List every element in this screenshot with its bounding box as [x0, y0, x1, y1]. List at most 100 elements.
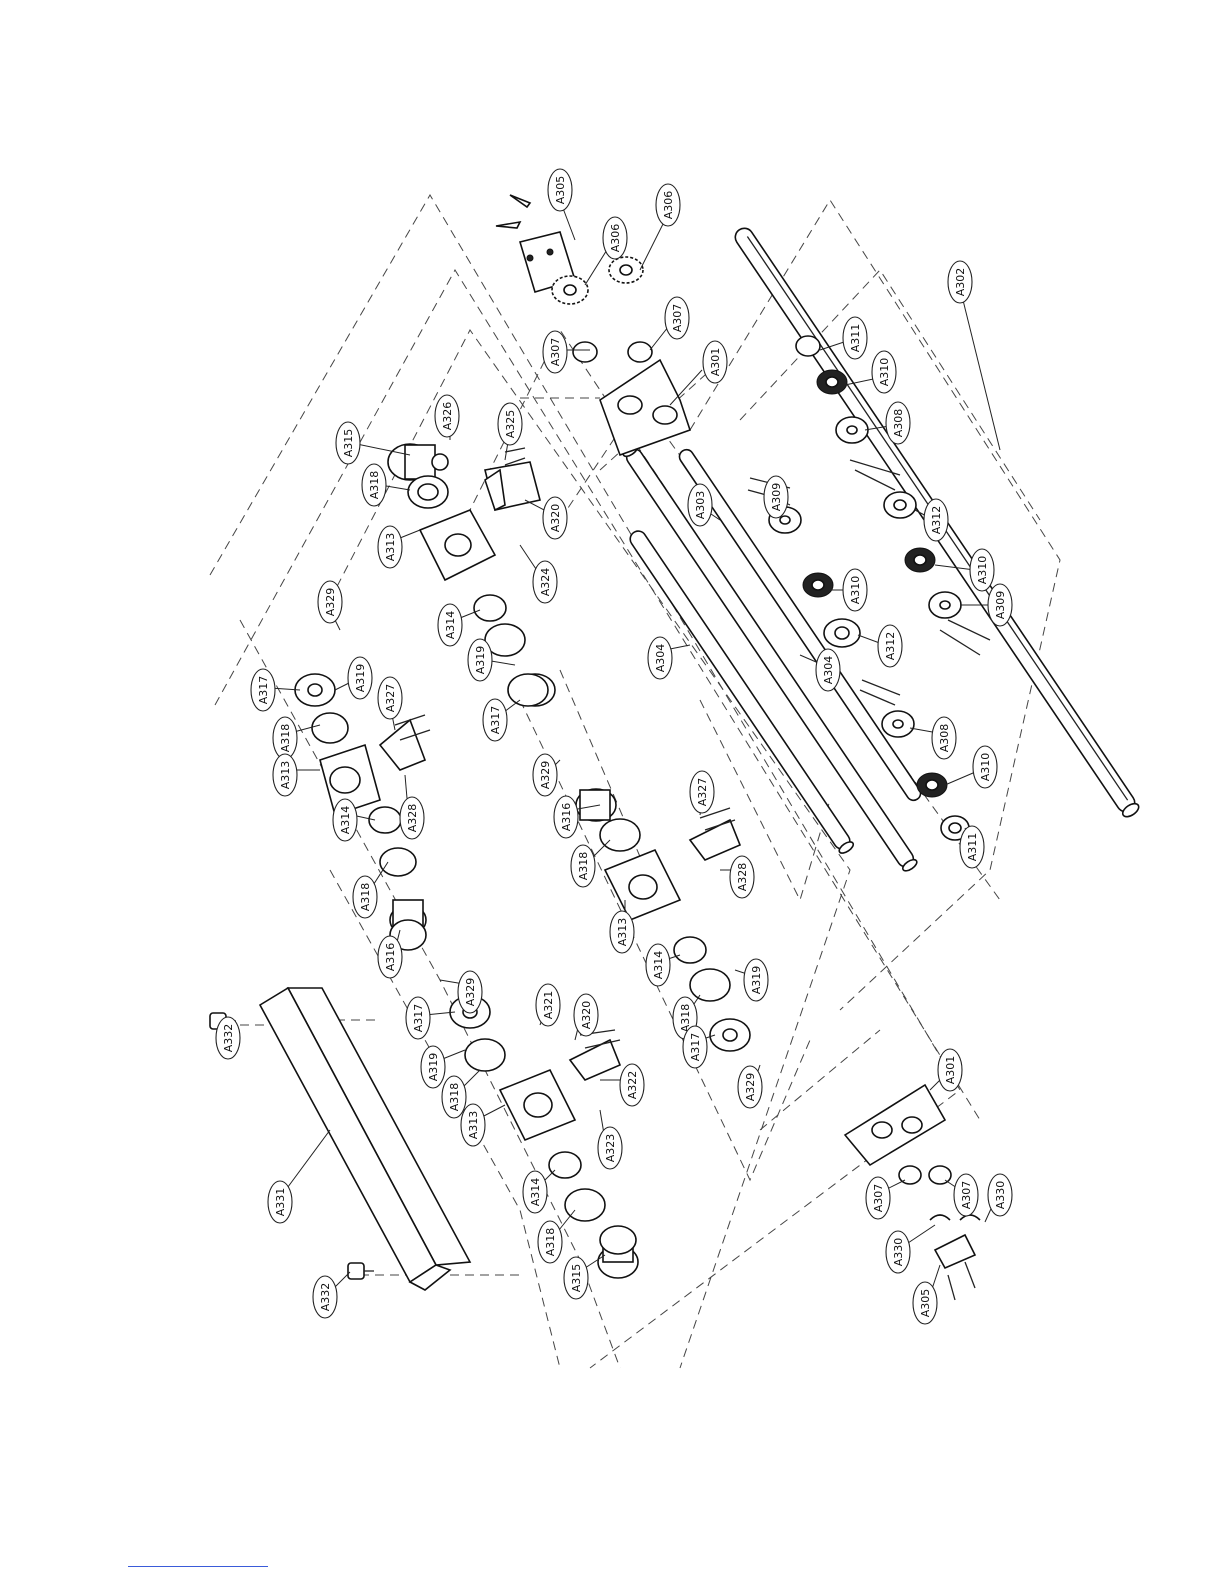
callout-a320a: A320 — [542, 496, 568, 540]
callout-label: A306 — [662, 191, 675, 220]
callout-a308b: A308 — [931, 716, 957, 760]
callout-label: A306 — [609, 224, 622, 253]
callout-label: A332 — [222, 1024, 235, 1053]
callout-label: A315 — [342, 429, 355, 458]
callout-a332a: A332 — [215, 1016, 241, 1060]
callout-a326: A326 — [434, 394, 460, 438]
callout-bubble — [405, 996, 431, 1040]
callout-bubble — [842, 316, 868, 360]
callout-a303: A303 — [687, 483, 713, 527]
callout-label: A318 — [359, 883, 372, 912]
callout-label: A324 — [539, 568, 552, 597]
callout-a311b: A311 — [959, 825, 985, 869]
callout-label: A302 — [954, 268, 967, 297]
callout-label: A325 — [504, 410, 517, 439]
callout-label: A303 — [694, 491, 707, 520]
callout-bubble — [522, 1170, 548, 1214]
callout-bubble — [687, 483, 713, 527]
callout-label: A307 — [872, 1184, 885, 1213]
callout-a304a: A304 — [647, 636, 673, 680]
callout-label: A329 — [324, 588, 337, 617]
callout-label: A311 — [966, 833, 979, 862]
callout-label: A319 — [427, 1053, 440, 1082]
callout-bubble — [563, 1256, 589, 1300]
callout-bubble — [609, 910, 635, 954]
callout-a312b: A312 — [877, 624, 903, 668]
callout-label: A304 — [654, 644, 667, 673]
callout-bubble — [335, 421, 361, 465]
callout-bubble — [737, 1065, 763, 1109]
callout-a307a: A307 — [542, 330, 568, 374]
callout-label: A311 — [849, 324, 862, 353]
callout-a325: A325 — [497, 402, 523, 446]
callout-label: A318 — [679, 1004, 692, 1033]
callout-a307b: A307 — [664, 296, 690, 340]
callout-bubble — [542, 330, 568, 374]
callout-bubble — [959, 825, 985, 869]
callout-label: A312 — [884, 632, 897, 661]
callout-bubble — [871, 350, 897, 394]
callout-label: A313 — [616, 918, 629, 947]
callout-bubble — [972, 745, 998, 789]
shaft-a304-right — [678, 448, 922, 802]
callout-bubble — [215, 1016, 241, 1060]
bearing-assembly-upper-left — [294, 673, 431, 951]
callout-bubble — [842, 568, 868, 612]
callout-label: A314 — [529, 1178, 542, 1207]
callout-bubble — [377, 935, 403, 979]
callout-a329a: A329 — [317, 580, 343, 624]
callout-bubble — [434, 394, 460, 438]
callout-a310a: A310 — [871, 350, 897, 394]
callout-bubble — [947, 260, 973, 304]
callout-label: A308 — [938, 724, 951, 753]
callout-a319d: A319 — [420, 1045, 446, 1089]
callout-label: A328 — [736, 863, 749, 892]
callout-bubble — [352, 875, 378, 919]
top-end-plate-group — [495, 194, 692, 457]
callout-a315a: A315 — [335, 421, 361, 465]
callout-label: A307 — [671, 304, 684, 333]
callout-label: A319 — [354, 664, 367, 693]
callout-label: A310 — [979, 753, 992, 782]
callout-bubble — [602, 216, 628, 260]
callout-bubble — [953, 1173, 979, 1217]
callout-bubble — [682, 1025, 708, 1069]
callout-bubble — [743, 958, 769, 1002]
callout-label: A301 — [944, 1056, 957, 1085]
callout-bubble — [437, 603, 463, 647]
callout-label: A310 — [976, 556, 989, 585]
callout-a330b: A330 — [987, 1173, 1013, 1217]
callout-a310c: A310 — [842, 568, 868, 612]
footnote-rule — [128, 1566, 268, 1567]
callout-bubble — [865, 1176, 891, 1220]
callout-label: A318 — [279, 724, 292, 753]
callout-a308a: A308 — [885, 401, 911, 445]
callout-label: A317 — [257, 676, 270, 705]
callout-a307c: A307 — [865, 1176, 891, 1220]
callout-a316b: A316 — [553, 795, 579, 839]
callout-a312a: A312 — [923, 498, 949, 542]
callout-bubble — [937, 1048, 963, 1092]
callout-bubble — [655, 183, 681, 227]
callout-a319b: A319 — [347, 656, 373, 700]
callout-bubble — [347, 656, 373, 700]
callout-a317c: A317 — [682, 1025, 708, 1069]
callout-a327b: A327 — [689, 770, 715, 814]
callout-a318b: A318 — [272, 716, 298, 760]
callout-label: A312 — [930, 506, 943, 535]
callout-bubble — [332, 798, 358, 842]
callout-label: A317 — [489, 706, 502, 735]
callout-bubble — [877, 624, 903, 668]
callout-bubble — [689, 770, 715, 814]
callout-bubble — [553, 795, 579, 839]
callout-label: A327 — [384, 684, 397, 713]
callout-bubble — [542, 496, 568, 540]
callout-label: A329 — [539, 761, 552, 790]
callout-label: A330 — [994, 1181, 1007, 1210]
callout-bubble — [250, 668, 276, 712]
callout-a317a: A317 — [482, 698, 508, 742]
callout-bubble — [815, 648, 841, 692]
callout-label: A301 — [709, 348, 722, 377]
callout-label: A322 — [626, 1071, 639, 1100]
